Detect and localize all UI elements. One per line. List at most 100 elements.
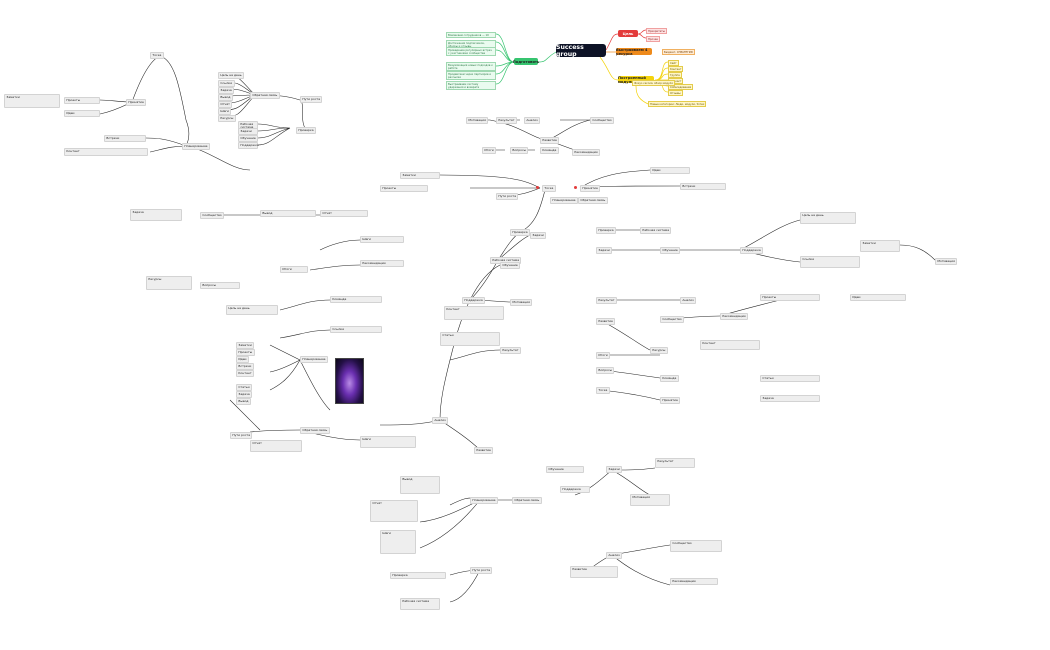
topic-node[interactable]: Принятие	[126, 99, 147, 107]
yellow-leaf[interactable]: Контент	[668, 66, 684, 72]
note-node[interactable]: Проверка	[390, 572, 446, 580]
list-item[interactable]: Статьи	[236, 384, 252, 392]
note-node[interactable]: Цель на день	[226, 305, 278, 315]
note-node[interactable]: Вывод	[260, 210, 316, 218]
note-node[interactable]: Обучение	[238, 135, 258, 143]
topic-node[interactable]: Обратная связь	[578, 197, 608, 205]
note-node[interactable]: Ссылки	[800, 256, 860, 268]
list-item[interactable]: Идеи	[236, 356, 249, 364]
yellow-sub-leaf[interactable]: Фокус-сессия, обзор модуля	[632, 80, 675, 86]
note-node[interactable]: Поддержка	[238, 142, 259, 150]
hub-yellow[interactable]: Построенный модуль	[618, 76, 654, 84]
green-leaf[interactable]: Продвигаем через партнёров и рассылки	[446, 71, 496, 81]
topic-node[interactable]: Результат	[500, 347, 521, 355]
note-node[interactable]: Проекты	[64, 97, 100, 105]
topic-node[interactable]: Проверка	[510, 229, 530, 237]
list-item[interactable]: Ссылки	[218, 80, 235, 88]
topic-node[interactable]: Проверка	[296, 127, 316, 135]
list-item[interactable]: Отчёт	[218, 101, 233, 109]
topic-node[interactable]: Принятие	[660, 397, 681, 405]
topic-node[interactable]: Рабочая система	[640, 227, 672, 235]
topic-node[interactable]: Мотивация	[466, 117, 489, 125]
note-node[interactable]: Контент	[444, 306, 504, 320]
note-node[interactable]: Статьи	[760, 375, 820, 383]
topic-node[interactable]: Планирование	[550, 197, 578, 205]
topic-node[interactable]: Пути роста	[230, 432, 253, 440]
list-item[interactable]: Проекты	[236, 349, 255, 357]
note-node[interactable]: Проекты	[380, 185, 428, 193]
list-item[interactable]: Шаги	[218, 108, 232, 116]
topic-node[interactable]: Мотивация	[935, 258, 958, 266]
topic-node[interactable]: Анализ	[432, 417, 449, 425]
list-item[interactable]: Вывод	[218, 94, 233, 102]
topic-node[interactable]: Тоска	[542, 185, 556, 193]
topic-node[interactable]: Пути роста	[470, 567, 493, 575]
topic-node[interactable]: Вопросы	[510, 147, 529, 155]
topic-node[interactable]: Принятие	[580, 185, 601, 193]
note-node[interactable]: Мотивация	[630, 494, 670, 506]
topic-node[interactable]: Проверка	[596, 227, 616, 235]
note-node[interactable]: Идеи	[850, 294, 906, 302]
topic-node[interactable]: Анализ	[680, 297, 697, 305]
list-item[interactable]: Задача	[236, 391, 253, 399]
note-node[interactable]: Ссылки	[330, 326, 382, 334]
topic-node[interactable]: Обратная связь	[300, 427, 330, 435]
red-leaf[interactable]: Приоритеты	[646, 28, 667, 34]
hub-orange[interactable]: Выстраиваем 4 ресурса	[616, 48, 652, 56]
note-node[interactable]: Контент	[64, 148, 148, 156]
note-node[interactable]: Задачи	[238, 128, 258, 136]
note-node[interactable]: Команда	[330, 296, 382, 304]
list-item[interactable]: Встречи	[236, 363, 254, 371]
topic-node[interactable]: Анализ	[524, 117, 541, 125]
note-node[interactable]: Встречи	[680, 183, 726, 191]
topic-node[interactable]: Сообщество	[660, 316, 685, 324]
topic-node[interactable]: Тоска	[150, 52, 164, 60]
topic-node[interactable]: Задачи	[530, 232, 547, 240]
green-leaf[interactable]: Проведение регулярных встреч с участника…	[446, 47, 496, 57]
topic-node[interactable]: Тоска	[596, 387, 610, 395]
list-item[interactable]: Заметки	[236, 342, 255, 350]
topic-node[interactable]: Обучение	[500, 262, 521, 270]
image-thumbnail[interactable]	[335, 358, 364, 404]
yellow-leaf[interactable]: Отзывы	[668, 90, 683, 96]
red-leaf[interactable]: Прочее	[646, 36, 660, 42]
yellow-bottom-leaf[interactable]: Новые категории: Люди, модули, Успех	[648, 101, 707, 107]
list-item[interactable]: Вывод	[236, 398, 251, 406]
list-item[interactable]: Задача	[218, 87, 235, 95]
note-node[interactable]: Шаги	[380, 530, 416, 554]
topic-node[interactable]: Мотивация	[510, 299, 533, 307]
note-node[interactable]: Встречи	[104, 135, 146, 143]
note-node[interactable]: Рекомендации	[670, 578, 718, 586]
note-node[interactable]: Отчёт	[320, 210, 368, 218]
topic-node[interactable]: Пути роста	[496, 193, 519, 201]
topic-node[interactable]: Команда	[660, 375, 679, 383]
note-node[interactable]: Шаги	[360, 236, 404, 244]
list-item[interactable]: Цель на день	[218, 72, 244, 80]
topic-node[interactable]: Рекомендации	[572, 149, 601, 157]
topic-node[interactable]: Итоги	[596, 352, 611, 360]
note-node[interactable]: Итоги	[280, 266, 308, 274]
topic-node[interactable]: Вопросы	[596, 367, 615, 375]
topic-node[interactable]: Задачи	[596, 247, 613, 255]
topic-node[interactable]: Развитие	[474, 447, 494, 455]
note-node[interactable]: Отчёт	[370, 500, 418, 522]
note-node[interactable]: Вопросы	[200, 282, 240, 290]
yellow-leaf[interactable]: Собеседования	[668, 84, 694, 90]
topic-node[interactable]: Развитие	[540, 137, 560, 145]
topic-node[interactable]: Пути роста	[300, 96, 323, 104]
topic-node[interactable]: Планирование	[470, 497, 498, 505]
note-node[interactable]: Контент	[700, 340, 760, 350]
topic-node[interactable]: Развитие	[596, 318, 616, 326]
note-node[interactable]: Заметки	[860, 240, 900, 252]
hub-green[interactable]: Подготовить	[512, 58, 540, 65]
topic-node[interactable]: Итоги	[482, 147, 497, 155]
yellow-leaf[interactable]: Группа	[668, 72, 682, 78]
note-node[interactable]: Проекты	[760, 294, 820, 302]
topic-node[interactable]: Команда	[540, 147, 559, 155]
topic-node[interactable]: Рекомендации	[720, 313, 749, 321]
topic-node[interactable]: Планирование	[300, 356, 328, 364]
note-node[interactable]: Ресурсы	[146, 276, 192, 290]
note-node[interactable]: Поддержка	[560, 486, 590, 494]
yellow-leaf[interactable]: Сайт	[668, 60, 679, 66]
